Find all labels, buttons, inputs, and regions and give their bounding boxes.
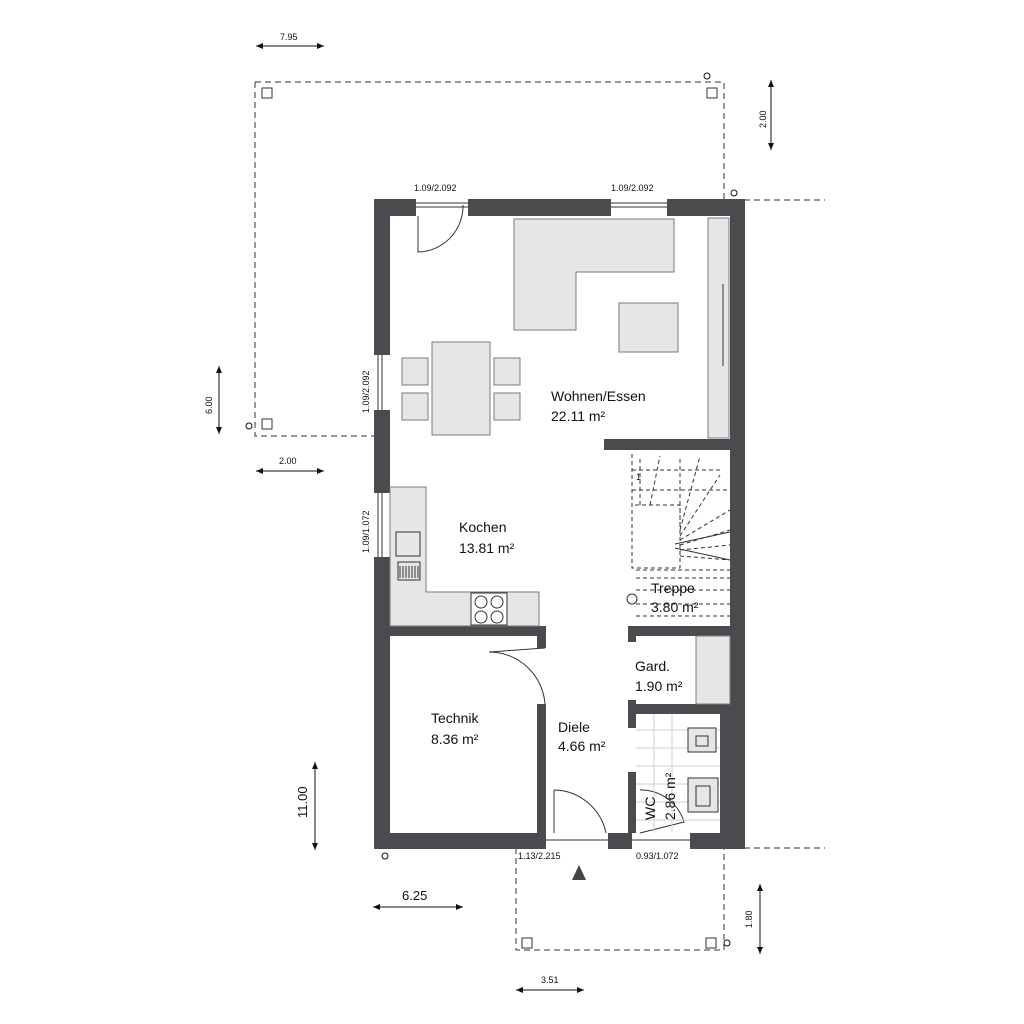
room-name-treppe: Treppe [651, 580, 695, 596]
room-name-wc: WC [642, 797, 658, 820]
dim-left-width: 2.00 [279, 456, 297, 466]
room-name-diele: Diele [558, 719, 590, 735]
window-glazing [377, 202, 690, 841]
room-name-gard: Gard. [635, 658, 670, 674]
room-area-diele: 4.66 m² [558, 738, 606, 754]
terrace-outline-rear [254, 81, 725, 437]
wardrobe [695, 635, 731, 705]
stair-step-label: 1 [636, 472, 641, 482]
dim-total-length: 11.00 [295, 786, 310, 818]
window-label-top-right: 1.09/2.092 [611, 183, 654, 193]
room-area-wc: 2.86 m² [662, 772, 678, 820]
dim-top-right-depth: 2.00 [758, 110, 768, 128]
room-area-kochen: 13.81 m² [459, 540, 515, 556]
door-swings [389, 204, 685, 834]
neighbor-boundary [744, 199, 825, 849]
exterior-walls [374, 199, 745, 849]
dim-front-width: 3.51 [541, 975, 559, 985]
entrance-marker-icon [572, 865, 586, 880]
window-label-entry: 1.13/2.215 [518, 851, 561, 861]
furniture-kitchen [389, 486, 540, 627]
survey-markers [245, 72, 738, 947]
room-area-treppe: 3.80 m² [651, 599, 699, 615]
dim-left-depth: 6.00 [204, 396, 214, 414]
interior-walls [374, 437, 745, 833]
room-name-kochen: Kochen [459, 519, 506, 535]
dim-house-width: 6.25 [402, 888, 427, 903]
window-label-top-left: 1.09/2.092 [414, 183, 457, 193]
room-area-gard: 1.90 m² [635, 678, 683, 694]
room-area-wohnen: 22.11 m² [551, 408, 606, 424]
dimension-lines [216, 43, 774, 993]
window-label-left-lower: 1.09/1.072 [361, 510, 371, 553]
furniture-living [401, 217, 730, 439]
room-name-wohnen: Wohnen/Essen [551, 388, 646, 404]
dim-front-depth: 1.80 [744, 910, 754, 928]
window-label-wc: 0.93/1.072 [636, 851, 679, 861]
terrace-outline-front [515, 848, 725, 951]
room-area-technik: 8.36 m² [431, 731, 479, 747]
wc-fixtures [636, 714, 720, 833]
staircase [626, 454, 731, 617]
room-name-technik: Technik [431, 710, 479, 726]
dim-top-width: 7.95 [280, 32, 298, 42]
window-label-left-upper: 1.09/2.092 [361, 370, 371, 413]
